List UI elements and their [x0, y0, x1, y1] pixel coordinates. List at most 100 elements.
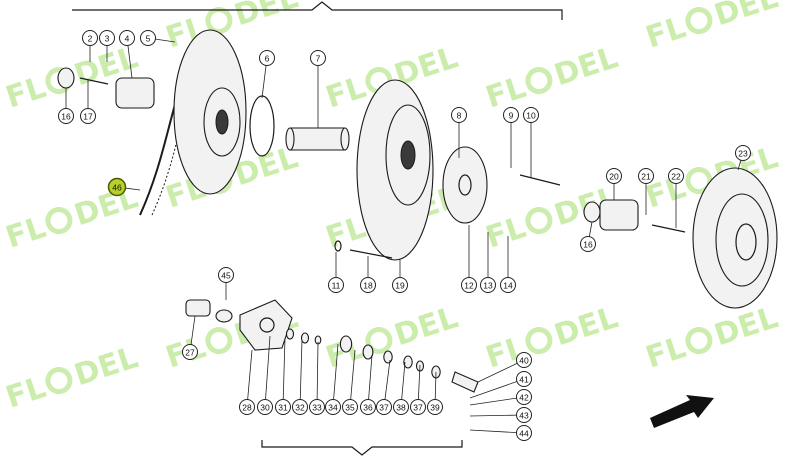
callout-label: 33: [312, 403, 322, 413]
part-callout-31[interactable]: 31: [275, 399, 291, 415]
bush-right: [599, 199, 639, 231]
part-callout-21[interactable]: 21: [638, 168, 654, 184]
part-callout-42[interactable]: 42: [516, 389, 532, 405]
svg-text:DEL: DEL: [550, 300, 622, 353]
part-callout-2[interactable]: 2: [82, 30, 98, 46]
part-callout-12[interactable]: 12: [461, 277, 477, 293]
part-callout-33[interactable]: 33: [309, 399, 325, 415]
callout-circle: [427, 399, 443, 415]
part-callout-13[interactable]: 13: [480, 277, 496, 293]
belt-inner: [151, 63, 237, 216]
part-callout-19[interactable]: 19: [392, 277, 408, 293]
callout-label: 31: [278, 403, 288, 413]
part-callout-39[interactable]: 39: [427, 399, 443, 415]
ring-part: [249, 95, 275, 157]
part-callout-30[interactable]: 30: [257, 399, 273, 415]
svg-text:DEL: DEL: [710, 0, 782, 33]
part-callout-9[interactable]: 9: [503, 107, 519, 123]
part-callout-18[interactable]: 18: [360, 277, 376, 293]
shaft-27: [185, 299, 211, 317]
part-callout-41[interactable]: 41: [516, 371, 532, 387]
part-callout-45[interactable]: 45: [218, 267, 234, 283]
callout-circle: [516, 389, 532, 405]
part-callout-10[interactable]: 10: [523, 107, 539, 123]
callout-circle: [638, 168, 654, 184]
svg-text:FL: FL: [642, 330, 690, 376]
part-callout-17[interactable]: 17: [80, 108, 96, 124]
callout-label: 22: [671, 172, 681, 182]
part-callout-28[interactable]: 28: [239, 399, 255, 415]
part-callout-43[interactable]: 43: [516, 407, 532, 423]
small-ring: [362, 344, 374, 360]
part-callout-38[interactable]: 38: [393, 399, 409, 415]
part-callout-37[interactable]: 37: [410, 399, 426, 415]
part-callout-8[interactable]: 8: [451, 107, 467, 123]
part-callout-16[interactable]: 16: [580, 236, 596, 252]
callout-circle: [735, 145, 751, 161]
callout-circle: [461, 277, 477, 293]
callout-circle: [82, 30, 98, 46]
part-callout-23[interactable]: 23: [735, 145, 751, 161]
part-callout-44[interactable]: 44: [516, 425, 532, 441]
part-callout-3[interactable]: 3: [99, 30, 115, 46]
part-callout-34[interactable]: 34: [325, 399, 341, 415]
callout-circle: [516, 425, 532, 441]
part-callout-6[interactable]: 6: [259, 50, 275, 66]
part-callout-37[interactable]: 37: [376, 399, 392, 415]
callout-label: 16: [583, 240, 593, 250]
part-callout-11[interactable]: 11: [328, 277, 344, 293]
callout-label: 6: [265, 54, 270, 64]
callout-label: 43: [519, 411, 529, 421]
small-ring: [403, 355, 413, 369]
callout-label: 21: [641, 172, 651, 182]
callout-label: 39: [430, 403, 440, 413]
callout-label: 38: [396, 403, 406, 413]
callout-circle: [80, 108, 96, 124]
callout-circle: [606, 168, 622, 184]
callout-label: 8: [457, 111, 462, 121]
callout-circle: [392, 277, 408, 293]
callout-circle: [58, 108, 74, 124]
direction-arrow[interactable]: [650, 395, 714, 428]
part-callout-35[interactable]: 35: [342, 399, 358, 415]
part-callout-5[interactable]: 5: [140, 30, 156, 46]
sleeve-left: [115, 77, 155, 109]
svg-text:FL: FL: [642, 10, 690, 56]
part-callout-32[interactable]: 32: [292, 399, 308, 415]
callout-circle: [259, 50, 275, 66]
small-ring: [285, 328, 295, 340]
flange-plate: [442, 146, 488, 224]
pin-18: [349, 249, 393, 259]
leader-line: [264, 335, 271, 408]
leader-line: [299, 339, 303, 408]
callout-label: 19: [395, 281, 405, 291]
callout-circle: [107, 177, 127, 197]
bush-left: [57, 67, 75, 89]
bolt-part: [519, 174, 561, 186]
part-callout-4[interactable]: 4: [119, 30, 135, 46]
small-ring: [339, 335, 353, 353]
callout-circle: [360, 399, 376, 415]
part-callout-36[interactable]: 36: [360, 399, 376, 415]
callout-label: 2: [88, 34, 93, 44]
part-callout-14[interactable]: 14: [500, 277, 516, 293]
callout-circle: [516, 352, 532, 368]
part-callout-20[interactable]: 20: [606, 168, 622, 184]
callout-label: 23: [738, 149, 748, 159]
part-callout-27[interactable]: 27: [182, 344, 198, 360]
part-callout-46[interactable]: 46: [107, 177, 127, 197]
callout-circle: [342, 399, 358, 415]
callout-circle: [668, 168, 684, 184]
callout-label: 35: [345, 403, 355, 413]
leader-line: [469, 396, 525, 406]
svg-text:FL: FL: [2, 70, 50, 116]
part-callout-22[interactable]: 22: [668, 168, 684, 184]
part-callout-16[interactable]: 16: [58, 108, 74, 124]
part-callout-40[interactable]: 40: [516, 352, 532, 368]
svg-text:DEL: DEL: [710, 300, 782, 353]
part-callout-7[interactable]: 7: [310, 50, 326, 66]
callout-circle: [516, 407, 532, 423]
callout-label: 37: [379, 403, 389, 413]
